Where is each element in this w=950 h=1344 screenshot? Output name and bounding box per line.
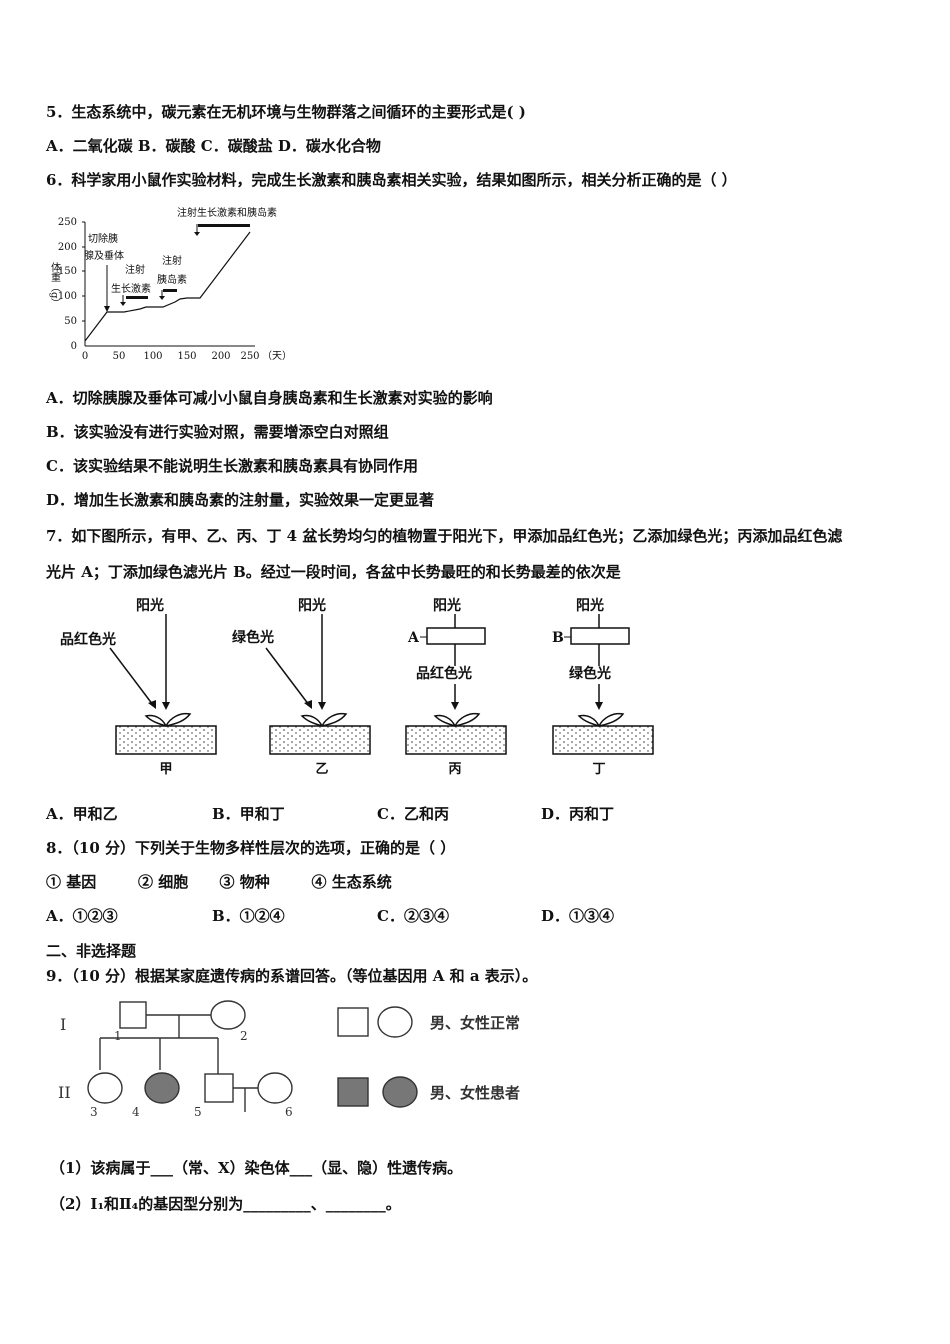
q5-stem: 5．生态系统中，碳元素在无机环境与生物群落之间循环的主要形式是( ) xyxy=(46,103,526,121)
x-tick: 50 xyxy=(113,351,126,362)
q9-stem: 9．（10 分）根据某家庭遗传病的系谱回答。（等位基因用 A 和 a 表示）。 xyxy=(46,967,538,985)
both-injection-bar xyxy=(198,224,250,227)
pot-ding xyxy=(552,725,654,755)
legend-affected-label: 男、女性患者 xyxy=(430,1084,520,1102)
generation-label: II xyxy=(58,1083,71,1102)
sun-label: 阳光 xyxy=(576,597,604,614)
female-normal-6 xyxy=(257,1072,293,1104)
male-normal-1 xyxy=(119,1001,147,1029)
q6-option-d: D．增加生长激素和胰岛素的注射量，实验效果一定更显著 xyxy=(46,491,435,509)
plant-light-figure: 阳光 品红色光 阳光 绿色光 阳光 A 品红色光 阳光 B 绿色光 xyxy=(60,597,654,777)
q9-sub2: （2）Ⅰ₁和Ⅱ₄的基因型分别为_________、________。 xyxy=(50,1195,401,1213)
ann-ins-2: 胰岛素 xyxy=(157,273,187,286)
q8-items: ① 基因 ② 细胞 ③ 物种 ④ 生态系统 xyxy=(46,873,392,891)
ann-gh-1: 注射 xyxy=(125,263,145,276)
magenta-light-label: 品红色光 xyxy=(60,631,116,648)
y-label: 体重（g） xyxy=(49,262,61,309)
legend-normal-label: 男、女性正常 xyxy=(430,1014,520,1032)
pot-yi xyxy=(269,725,371,755)
generation-label: I xyxy=(60,1015,66,1034)
q6-option-b: B．该实验没有进行实验对照，需要增添空白对照组 xyxy=(46,423,389,441)
legend-female-normal xyxy=(377,1006,413,1038)
q8-option-c: C．②③④ xyxy=(377,907,449,925)
q7-option-b: B．甲和丁 xyxy=(212,805,285,823)
magenta-light-label: 品红色光 xyxy=(416,665,472,682)
y-tick: 200 xyxy=(58,242,77,253)
q7-stem-2: 光片 A；丁添加绿色滤光片 B。经过一段时间，各盆中长势最旺的和长势最差的依次是 xyxy=(46,563,621,581)
x-tick: 200 xyxy=(211,351,230,362)
q8-option-d: D．①③④ xyxy=(541,907,615,925)
y-tick: 100 xyxy=(58,291,77,302)
ann-cut-2: 腺及垂体 xyxy=(84,249,124,262)
q9-sub1: （1）该病属于___（常、X）染色体___（显、隐）性遗传病。 xyxy=(50,1159,463,1177)
y-tick: 50 xyxy=(64,316,77,327)
pot-bing xyxy=(405,725,507,755)
y-tick: 150 xyxy=(58,266,77,277)
x-tick: 100 xyxy=(143,351,162,362)
sun-label: 阳光 xyxy=(136,597,164,614)
green-light-label: 绿色光 xyxy=(232,629,274,646)
female-normal-3 xyxy=(87,1072,123,1104)
id-4: 4 xyxy=(132,1105,140,1119)
legend-female-affected xyxy=(382,1076,418,1108)
id-2: 2 xyxy=(240,1029,248,1043)
id-3: 3 xyxy=(90,1105,98,1119)
pot-label-jia: 甲 xyxy=(159,762,172,777)
x-tick: 150 xyxy=(177,351,196,362)
sun-label: 阳光 xyxy=(298,597,326,614)
y-tick: 250 xyxy=(58,217,77,228)
pot-label-yi: 乙 xyxy=(315,762,328,777)
q8-stem: 8．（10 分）下列关于生物多样性层次的选项，正确的是（ ） xyxy=(46,839,456,857)
legend-male-normal xyxy=(337,1007,369,1037)
ann-ins-1: 注射 xyxy=(162,254,182,267)
q7-stem-1: 7．如下图所示，有甲、乙、丙、丁 4 盆长势均匀的植物置于阳光下，甲添加品红色光… xyxy=(46,527,843,545)
x-unit: （天） xyxy=(262,350,292,362)
x-tick: 250 xyxy=(240,351,259,362)
id-5: 5 xyxy=(194,1105,202,1119)
q7-option-c: C．乙和丙 xyxy=(377,805,449,823)
q6-option-c: C．该实验结果不能说明生长激素和胰岛素具有协同作用 xyxy=(46,457,418,475)
gh-injection-bar xyxy=(126,296,148,299)
q6-stem: 6．科学家用小鼠作实验材料，完成生长激素和胰岛素相关实验，结果如图所示，相关分析… xyxy=(46,171,737,189)
ins-injection-bar xyxy=(163,289,177,292)
q5-options: A．二氧化碳 B．碳酸 C．碳酸盐 D．碳水化合物 xyxy=(46,137,381,155)
female-normal-2 xyxy=(210,1000,246,1030)
pedigree-figure: I II 1 2 3 4 5 6 男、女性正常 男、女性患者 xyxy=(58,1000,520,1119)
y-tick: 0 xyxy=(71,341,77,352)
q8-option-a: A．①②③ xyxy=(46,907,118,925)
male-normal-5 xyxy=(204,1073,234,1103)
q8-option-b: B．①②④ xyxy=(212,907,285,925)
filter-a-label: A xyxy=(407,630,420,646)
pot-label-ding: 丁 xyxy=(592,762,605,777)
green-light-label: 绿色光 xyxy=(569,665,611,682)
section-heading: 二、非选择题 xyxy=(46,942,137,960)
ann-cut-1: 切除胰 xyxy=(88,232,118,245)
y-tick-labels: 250 200 150 100 50 0 xyxy=(58,217,77,352)
ann-gh-2: 生长激素 xyxy=(111,282,151,295)
q7-option-d: D．丙和丁 xyxy=(541,805,615,823)
id-6: 6 xyxy=(285,1105,293,1119)
filter-b xyxy=(570,627,630,645)
weight-chart: 250 200 150 100 50 0 0 50 100 150 200 25… xyxy=(49,206,293,362)
ann-both: 注射生长激素和胰岛素 xyxy=(177,206,277,219)
x-tick: 0 xyxy=(82,351,88,362)
x-tick-labels: 0 50 100 150 200 250 xyxy=(82,351,260,362)
q7-option-a: A．甲和乙 xyxy=(46,805,118,823)
weight-curve xyxy=(84,231,251,342)
filter-b-label: B xyxy=(552,630,564,646)
sun-label: 阳光 xyxy=(433,597,461,614)
female-affected-4 xyxy=(144,1072,180,1104)
id-1: 1 xyxy=(114,1029,122,1043)
filter-a xyxy=(426,627,486,645)
legend-male-affected xyxy=(337,1077,369,1107)
pot-jia xyxy=(115,725,217,755)
q6-option-a: A．切除胰腺及垂体可减小小鼠自身胰岛素和生长激素对实验的影响 xyxy=(46,389,493,407)
pot-label-bing: 丙 xyxy=(448,762,461,777)
